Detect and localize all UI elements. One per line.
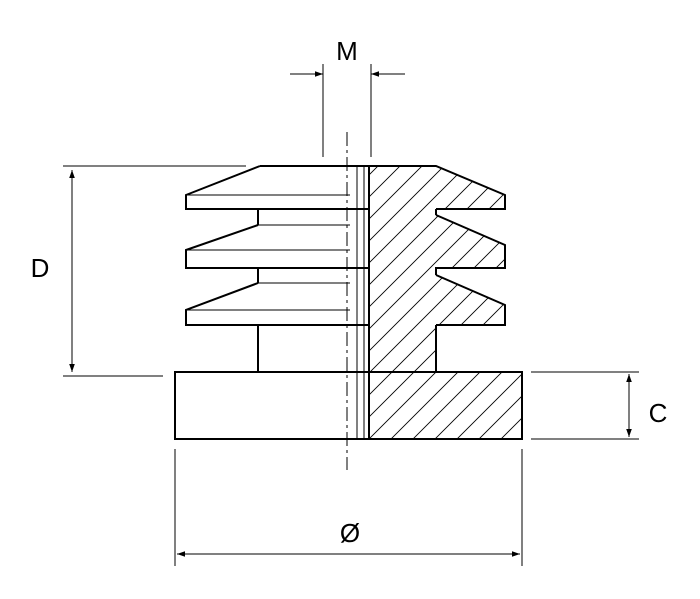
- hatch-line: [369, 166, 522, 439]
- plug-outline: [174, 165, 523, 440]
- hatch-line: [369, 166, 522, 439]
- dimension-m: M: [290, 36, 405, 157]
- hatch-line: [427, 166, 522, 439]
- hatch-line: [515, 166, 522, 439]
- hatch-line: [692, 0, 700, 599]
- hatch-line: [369, 166, 522, 439]
- hatch-line: [369, 166, 522, 439]
- hatch-line: [369, 166, 522, 439]
- hatch-line: [493, 166, 522, 439]
- hatch-line: [369, 166, 522, 439]
- hatch-line: [626, 0, 700, 599]
- dimension-d-label: D: [31, 253, 50, 283]
- hatch-line: [369, 166, 522, 439]
- hatch-line: [538, 0, 700, 599]
- hatch-line: [369, 166, 522, 439]
- hatch-line: [369, 166, 501, 439]
- hatch-line: [604, 0, 700, 599]
- hatch-line: [369, 166, 522, 439]
- hatch-line: [471, 166, 522, 439]
- hatch-line: [670, 0, 700, 599]
- dimension-d: D: [31, 165, 246, 377]
- hatch-line: [369, 166, 522, 439]
- hatch-line: [648, 0, 700, 599]
- hatch-line: [369, 166, 522, 439]
- dimension-c: C: [531, 371, 668, 440]
- dimension-diameter-label: Ø: [340, 518, 360, 548]
- hatch-line: [369, 166, 522, 439]
- hatch-line: [582, 0, 700, 599]
- hatch-line: [369, 166, 522, 439]
- dimension-c-label: C: [649, 398, 668, 428]
- hatch-line: [369, 166, 522, 439]
- hatch-line: [383, 166, 522, 439]
- hatch-line: [369, 166, 522, 439]
- hatch-line: [560, 0, 700, 599]
- hatch-line: [369, 166, 522, 439]
- hatch-line: [369, 166, 522, 439]
- dimension-diameter: Ø: [174, 449, 523, 566]
- hatch-line: [405, 166, 522, 439]
- hatch-line: [369, 166, 522, 439]
- dimension-m-label: M: [336, 36, 358, 66]
- hatch-line: [449, 166, 522, 439]
